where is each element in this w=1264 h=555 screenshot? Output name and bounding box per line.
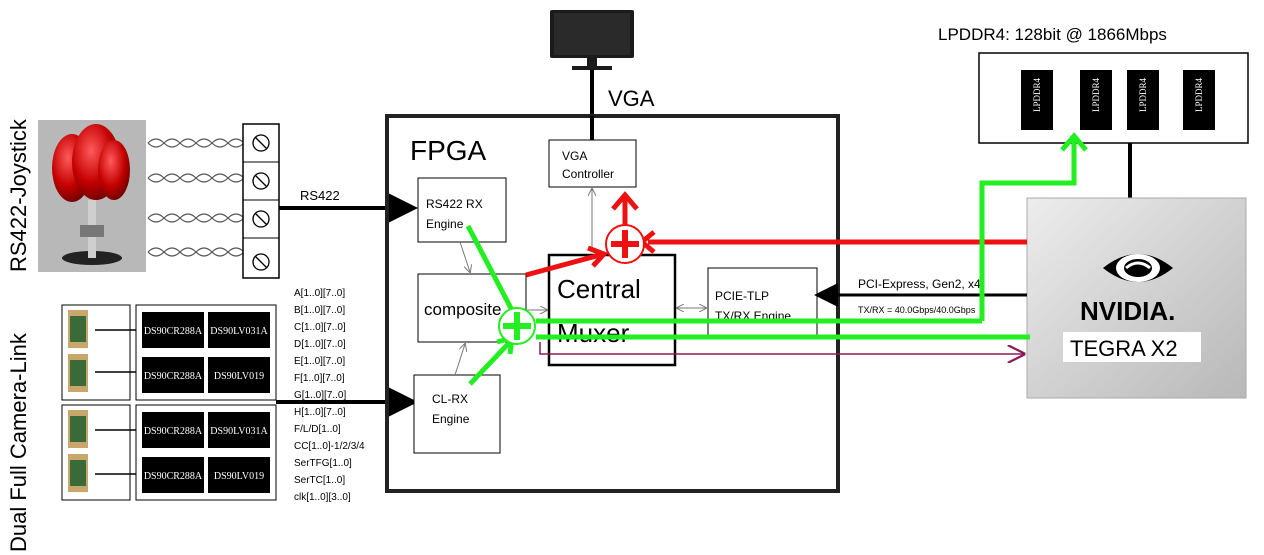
pcie-link-label: PCI-Express, Gen2, x4 <box>858 277 981 291</box>
fpga-label: FPGA <box>410 135 487 166</box>
pcie-rate-label: TX/RX = 40.0Gbps/40.0Gbps <box>858 305 976 315</box>
composite-label: composite <box>424 300 501 319</box>
signal-label: F/L/D[1..0] <box>294 424 341 435</box>
signal-label: F[1..0][7..0] <box>294 373 345 384</box>
rs422-joystick-label: RS422-Joystick <box>6 118 31 272</box>
chip-label: DS90LV019 <box>214 371 264 382</box>
rs422-rx-engine-block: RS422 RX Engine <box>417 177 507 243</box>
memory-chip-label: LPDDR4 <box>1032 77 1042 112</box>
terminal-block <box>242 123 280 279</box>
camera-link-top-assembly: DS90CR288A DS90LV031A DS90CR288A DS90LV0… <box>61 304 277 401</box>
signal-label: SerTC[1..0] <box>294 475 345 486</box>
rs422-rx-label: RS422 RX <box>426 197 483 211</box>
signal-label: A[1..0][7..0] <box>294 288 345 299</box>
memory-chip-label: LPDDR4 <box>1138 77 1148 112</box>
signal-label: G[1..0][7..0] <box>294 390 346 401</box>
vga-controller-label: VGA <box>562 149 587 163</box>
tegra-x2-label: TEGRA X2 <box>1070 336 1178 361</box>
internal-arrows <box>454 189 706 376</box>
chip-label: DS90CR288A <box>144 426 203 437</box>
cl-rx-engine-block: CL-RX Engine <box>413 374 501 454</box>
central-muxer-block: Central Muxer <box>547 253 677 367</box>
monitor-icon <box>550 10 634 70</box>
signal-label: B[1..0][7..0] <box>294 305 345 316</box>
chip-label: DS90CR288A <box>144 326 203 337</box>
nvidia-logo-text: NVIDIA. <box>1080 296 1175 326</box>
chip-label: DS90LV031A <box>210 426 268 437</box>
pcie-tlp-engine-block: PCIE-TLP TX/RX Engine <box>707 267 818 339</box>
memory-chip-label: LPDDR4 <box>1091 77 1101 112</box>
lpddr-title: LPDDR4: 128bit @ 1866Mbps <box>938 25 1167 44</box>
chip-label: DS90LV019 <box>214 471 264 482</box>
signal-label: SerTFG[1..0] <box>294 458 352 469</box>
chip-label: DS90LV031A <box>210 326 268 337</box>
rs422-rx-label: Engine <box>426 217 464 231</box>
nvidia-eye-icon <box>1103 254 1173 282</box>
vga-controller-block: VGA Controller <box>548 139 637 188</box>
cl-rx-label: Engine <box>432 412 470 426</box>
signal-label: C[1..0][7..0] <box>294 322 346 333</box>
central-muxer-label: Central <box>557 274 641 304</box>
red-overlay-path <box>525 191 1027 278</box>
purple-data-path <box>539 342 1024 354</box>
rs422-link-label: RS422 <box>300 188 340 203</box>
signal-list: A[1..0][7..0] B[1..0][7..0] C[1..0][7..0… <box>294 288 365 503</box>
signal-label: E[1..0][7..0] <box>294 356 345 367</box>
camera-link-label: Dual Full Camera-Link <box>6 332 31 552</box>
memory-chip-label: LPDDR4 <box>1194 77 1204 112</box>
pcie-tlp-label: PCIE-TLP <box>715 289 769 303</box>
chip-label: DS90CR288A <box>144 371 203 382</box>
tegra-x2-chip: NVIDIA. TEGRA X2 <box>1026 197 1247 399</box>
camera-link-bottom-assembly: DS90CR288A DS90LV031A DS90CR288A DS90LV0… <box>61 404 277 501</box>
lpddr4-memory-bank: LPDDR4 LPDDR4 LPDDR4 LPDDR4 <box>978 52 1249 144</box>
vga-controller-label: Controller <box>562 167 614 181</box>
twisted-pair-wires <box>147 138 245 257</box>
joystick-image <box>38 120 146 272</box>
green-overlay-path <box>465 132 1088 386</box>
cl-rx-label: CL-RX <box>432 392 468 406</box>
chip-label: DS90CR288A <box>144 471 203 482</box>
fpga-frame <box>385 114 840 493</box>
signal-label: CC[1..0]-1/2/3/4 <box>294 441 365 452</box>
signal-label: clk[1..0][3..0] <box>294 492 351 503</box>
signal-label: D[1..0][7..0] <box>294 339 346 350</box>
vga-label: VGA <box>608 86 655 111</box>
signal-label: H[1..0][7..0] <box>294 407 346 418</box>
